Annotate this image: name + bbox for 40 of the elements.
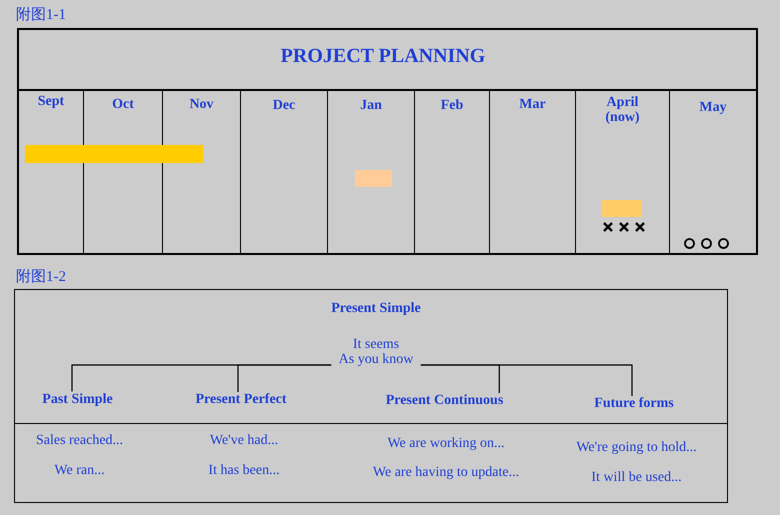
connector-line	[420, 364, 633, 396]
table-title: PROJECT PLANNING	[280, 45, 486, 68]
tense-heading: Present Simple	[331, 301, 421, 317]
example-text: It has been...	[208, 463, 280, 479]
tense-heading: Present Continuous	[386, 393, 504, 409]
example-text: We are working on...	[387, 436, 505, 452]
month-label: May	[699, 100, 727, 115]
example-text: It will be used...	[591, 470, 682, 486]
month-label: Nov	[189, 97, 214, 112]
month-label: Dec	[272, 98, 296, 113]
month-column	[489, 89, 575, 253]
example-text: Sales reached...	[36, 433, 124, 449]
month-label: Oct	[112, 97, 134, 112]
month-label: Mar	[519, 97, 546, 112]
month-label: Jan	[360, 98, 382, 113]
timeline-bar	[355, 170, 392, 187]
month-column	[327, 89, 414, 253]
example-text: We are having to update...	[372, 464, 520, 480]
tense-heading: Future forms	[594, 396, 674, 412]
figure-number: 附图1-1	[16, 7, 66, 23]
planning-table	[17, 28, 758, 255]
tense-heading: Past Simple	[42, 392, 113, 408]
example-text: We've had...	[210, 433, 278, 449]
month-column	[669, 89, 756, 253]
example-text: We ran...	[54, 463, 105, 479]
tense-heading: Present Perfect	[195, 392, 287, 408]
month-label: Feb	[440, 98, 464, 113]
timeline-bar	[25, 145, 203, 163]
connector-line	[237, 364, 332, 392]
grammar-table	[14, 289, 728, 503]
month-label: Sept	[38, 94, 64, 109]
example-text: We're going to hold...	[576, 440, 697, 456]
example-text: It seems	[352, 337, 400, 353]
month-column	[414, 89, 489, 253]
timeline-bar	[602, 200, 642, 217]
example-text: As you know	[338, 352, 414, 368]
figure-number: 附图1-2	[16, 269, 66, 285]
month-label: April (now)	[605, 95, 640, 125]
month-column	[575, 89, 669, 253]
month-column	[240, 89, 327, 253]
